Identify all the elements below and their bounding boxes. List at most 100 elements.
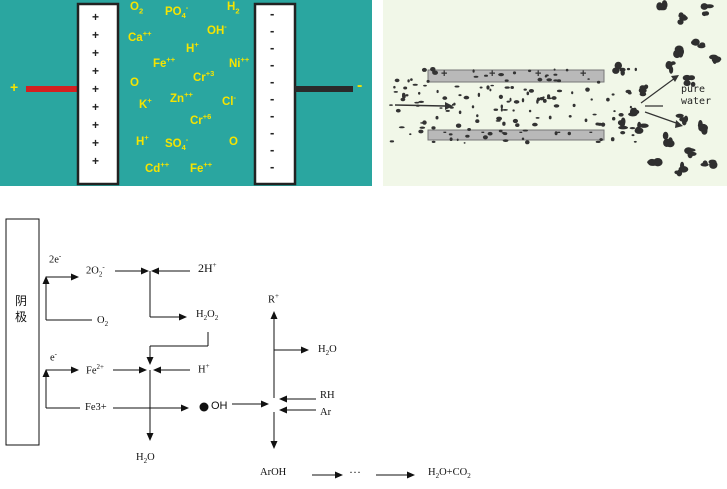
particle xyxy=(532,122,538,127)
floc-clump xyxy=(634,127,644,134)
particle xyxy=(423,84,427,87)
floc-clump xyxy=(678,50,684,58)
particle xyxy=(606,97,610,102)
plus-mark: + xyxy=(92,136,100,150)
particle xyxy=(490,84,494,87)
particle xyxy=(502,121,506,126)
cathode-label-top: 阴 xyxy=(15,294,28,308)
floc-clump xyxy=(690,81,696,87)
minus-mark: - xyxy=(589,126,593,138)
particle xyxy=(629,127,636,130)
label-fe2-plus: Fe2+ xyxy=(86,363,104,377)
particle xyxy=(599,138,603,142)
label-r-plus: R+ xyxy=(268,292,279,306)
anode-sign: + xyxy=(10,79,19,95)
particle xyxy=(553,73,558,76)
plus-mark: + xyxy=(92,100,100,114)
particle xyxy=(487,131,493,136)
particle xyxy=(595,140,601,143)
particle xyxy=(592,113,597,116)
water-flow-graphic xyxy=(389,0,722,177)
particle xyxy=(618,113,624,117)
particle xyxy=(596,80,601,84)
particle xyxy=(486,85,490,90)
floc-clump xyxy=(620,69,625,76)
particle xyxy=(414,101,420,104)
particle xyxy=(526,91,530,96)
label-h-plus: H+ xyxy=(198,362,210,376)
particle xyxy=(502,109,508,111)
particle xyxy=(551,96,557,100)
particle xyxy=(525,140,530,145)
particle xyxy=(400,97,406,102)
floc-clump xyxy=(669,66,674,74)
plus-mark: + xyxy=(92,82,100,96)
particle xyxy=(612,116,616,121)
particle xyxy=(629,105,632,109)
particle xyxy=(546,97,553,100)
minus-mark: - xyxy=(519,126,523,138)
minus-mark: - xyxy=(270,23,275,38)
radical-dot xyxy=(199,402,209,412)
label-h2o-bottom: H2O xyxy=(136,452,155,466)
plus-mark: + xyxy=(489,68,496,80)
particle xyxy=(416,104,420,107)
particle xyxy=(542,96,545,99)
floc-clump xyxy=(637,121,642,129)
particle xyxy=(465,134,470,138)
pure-water-label-line2: water xyxy=(681,96,712,107)
ion-h-plus-2: H+ xyxy=(136,133,149,148)
particle xyxy=(504,86,510,89)
particle xyxy=(528,89,534,93)
particle xyxy=(537,77,543,82)
plus-mark: + xyxy=(92,10,100,24)
label-ellipsis: ··· xyxy=(349,465,361,479)
floc-clump xyxy=(691,38,700,46)
label-fe3-plus: Fe3+ xyxy=(85,402,107,413)
label-rh: RH xyxy=(320,390,335,401)
particle xyxy=(475,119,480,123)
reaction-mechanism-panel: 阴 极 2e- O2 2O2- 2H+ H2O2 e- Fe2+ H+ Fe3+… xyxy=(0,212,490,489)
particle xyxy=(498,94,503,99)
ion-ni: Ni++ xyxy=(229,55,250,70)
particle xyxy=(407,79,410,83)
particle xyxy=(455,123,462,128)
particle xyxy=(501,132,506,134)
floc-clump xyxy=(678,14,686,18)
floc-clump xyxy=(644,84,649,90)
cathode-box xyxy=(5,218,40,446)
minus-mark: - xyxy=(270,142,275,157)
particle xyxy=(421,67,427,72)
particle xyxy=(498,129,503,133)
particle xyxy=(535,117,540,119)
floc-clump xyxy=(639,91,647,97)
ion-so4: SO4- xyxy=(165,135,189,153)
floc-clump xyxy=(639,123,649,128)
particle xyxy=(571,91,574,95)
particle xyxy=(521,98,525,103)
particle xyxy=(633,140,637,143)
ion-po4: PO4- xyxy=(165,3,189,21)
cathode-label-bottom: 极 xyxy=(15,310,28,324)
particle xyxy=(546,78,552,82)
particle xyxy=(484,74,488,77)
ion-o-2: O xyxy=(229,136,238,148)
particle xyxy=(418,91,421,95)
particle xyxy=(553,104,560,108)
cathode-wire xyxy=(295,86,353,92)
particle xyxy=(506,100,511,103)
particle xyxy=(458,94,462,97)
ion-h-plus-1: H+ xyxy=(186,40,199,55)
particle xyxy=(394,78,400,83)
particle xyxy=(509,97,512,102)
particle xyxy=(476,114,479,118)
plus-mark: + xyxy=(535,68,542,80)
label-h2o-right: H2O xyxy=(318,344,337,358)
reaction-arrows xyxy=(5,218,415,479)
minus-mark: - xyxy=(270,74,275,89)
particle xyxy=(565,68,569,72)
particle xyxy=(613,110,616,113)
particle xyxy=(585,87,590,92)
particle xyxy=(556,79,562,83)
cathode-sign: - xyxy=(357,77,363,94)
